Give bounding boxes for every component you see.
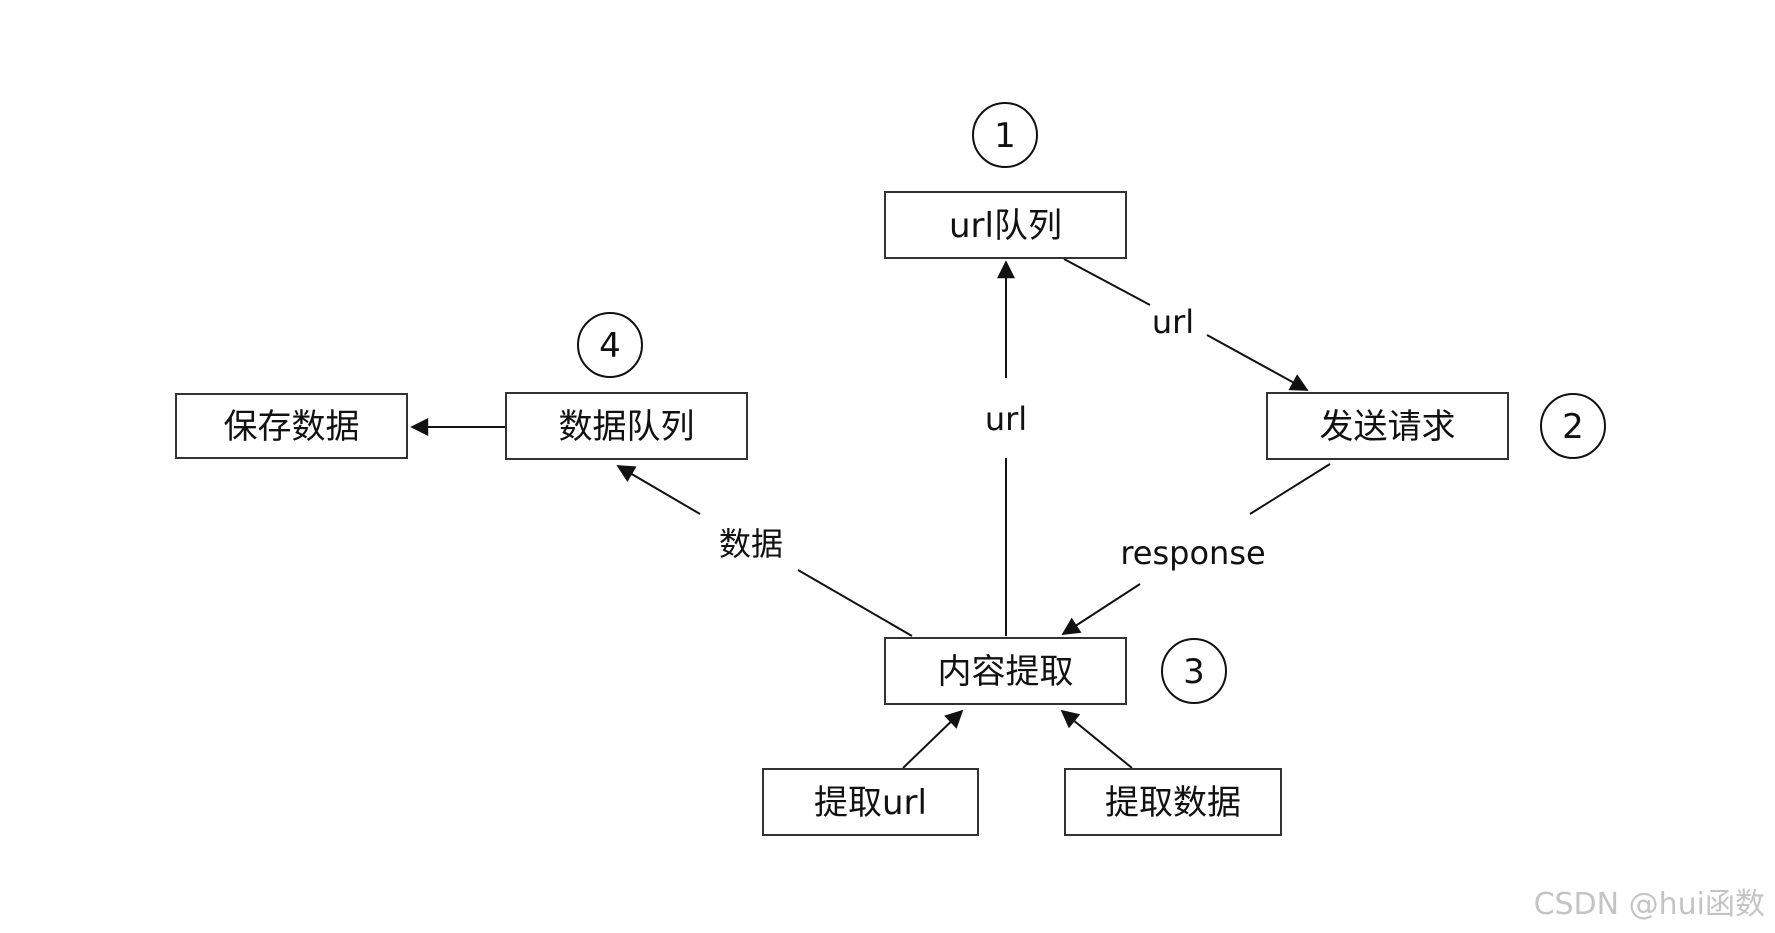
step-2-label: 2 xyxy=(1562,407,1584,447)
node-extract-url: 提取url xyxy=(762,768,979,836)
edge-extract-to-dataqueue-b xyxy=(616,465,701,515)
edge-extracturl-to-extract xyxy=(902,709,964,769)
node-url-queue-label: url队列 xyxy=(949,206,1062,246)
step-3-badge: 3 xyxy=(1161,638,1227,704)
node-extract-data: 提取数据 xyxy=(1064,768,1282,836)
node-save-data: 保存数据 xyxy=(175,393,408,459)
edge-request-to-extract-a xyxy=(1249,463,1331,515)
node-extract-data-label: 提取数据 xyxy=(1105,783,1241,823)
node-url-queue: url队列 xyxy=(884,191,1127,259)
edge-urlqueue-to-request-a xyxy=(1063,258,1151,306)
node-content-extract: 内容提取 xyxy=(884,637,1127,705)
edge-request-to-extract-b xyxy=(1061,583,1141,635)
edge-label-url-to-request: url xyxy=(1152,303,1194,341)
edge-extract-to-dataqueue-a xyxy=(797,569,913,637)
step-1-badge: 1 xyxy=(972,102,1038,168)
step-2-badge: 2 xyxy=(1540,393,1606,459)
node-data-queue-label: 数据队列 xyxy=(559,407,695,447)
node-save-data-label: 保存数据 xyxy=(224,407,360,447)
edge-label-response: response xyxy=(1120,534,1265,572)
edge-extractdata-to-extract xyxy=(1060,709,1133,769)
edge-urlqueue-to-request-b xyxy=(1206,334,1309,391)
step-1-label: 1 xyxy=(994,116,1016,156)
node-send-request-label: 发送请求 xyxy=(1320,407,1456,447)
node-extract-url-label: 提取url xyxy=(814,783,927,823)
node-data-queue: 数据队列 xyxy=(505,392,748,460)
watermark: CSDN @hui函数 xyxy=(1534,887,1765,922)
step-4-badge: 4 xyxy=(577,312,643,378)
node-content-extract-label: 内容提取 xyxy=(938,652,1074,692)
step-4-label: 4 xyxy=(599,326,621,366)
edge-label-data: 数据 xyxy=(719,525,783,563)
node-send-request: 发送请求 xyxy=(1266,392,1509,460)
edge-label-url-to-urlqueue: url xyxy=(985,400,1027,438)
step-3-label: 3 xyxy=(1183,652,1205,692)
